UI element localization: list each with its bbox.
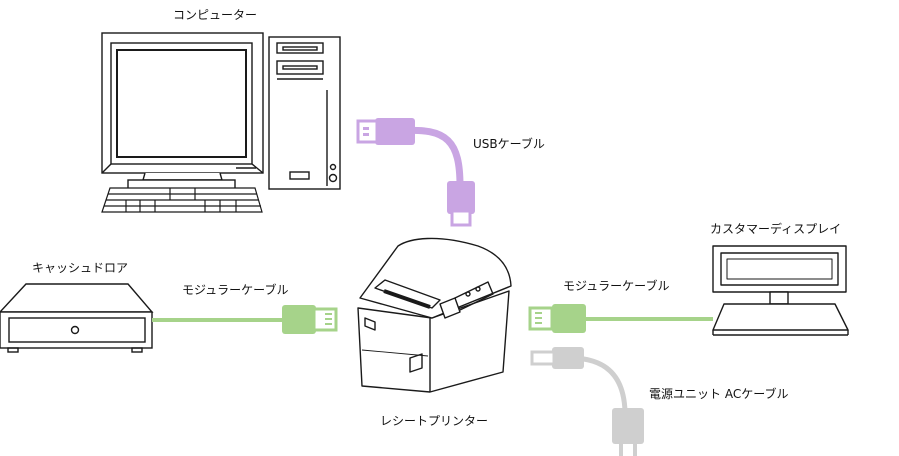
modular-cable-left-label: モジュラーケーブル: [182, 283, 289, 297]
computer-label: コンピューター: [173, 8, 258, 22]
keyboard-icon: [101, 187, 263, 213]
modular-cable-right-label: モジュラーケーブル: [563, 279, 670, 293]
modular-cable-right-icon: [528, 304, 713, 333]
usb-cable-icon: [356, 118, 475, 227]
computer-tower-icon: [268, 36, 341, 190]
receipt-printer-label: レシートプリンター: [380, 414, 489, 428]
customer-display-label: カスタマーディスプレイ: [710, 222, 842, 236]
receipt-printer-icon: [357, 237, 512, 393]
power-cable-icon: [530, 347, 644, 456]
cash-drawer-label: キャッシュドロア: [32, 261, 129, 275]
customer-display-icon: [712, 245, 849, 336]
cash-drawer-icon: [0, 283, 154, 353]
computer-monitor-icon: [101, 32, 264, 190]
modular-cable-left-icon: [152, 305, 338, 334]
power-cable-label: 電源ユニット ACケーブル: [649, 387, 789, 401]
usb-cable-label: USBケーブル: [473, 137, 545, 151]
